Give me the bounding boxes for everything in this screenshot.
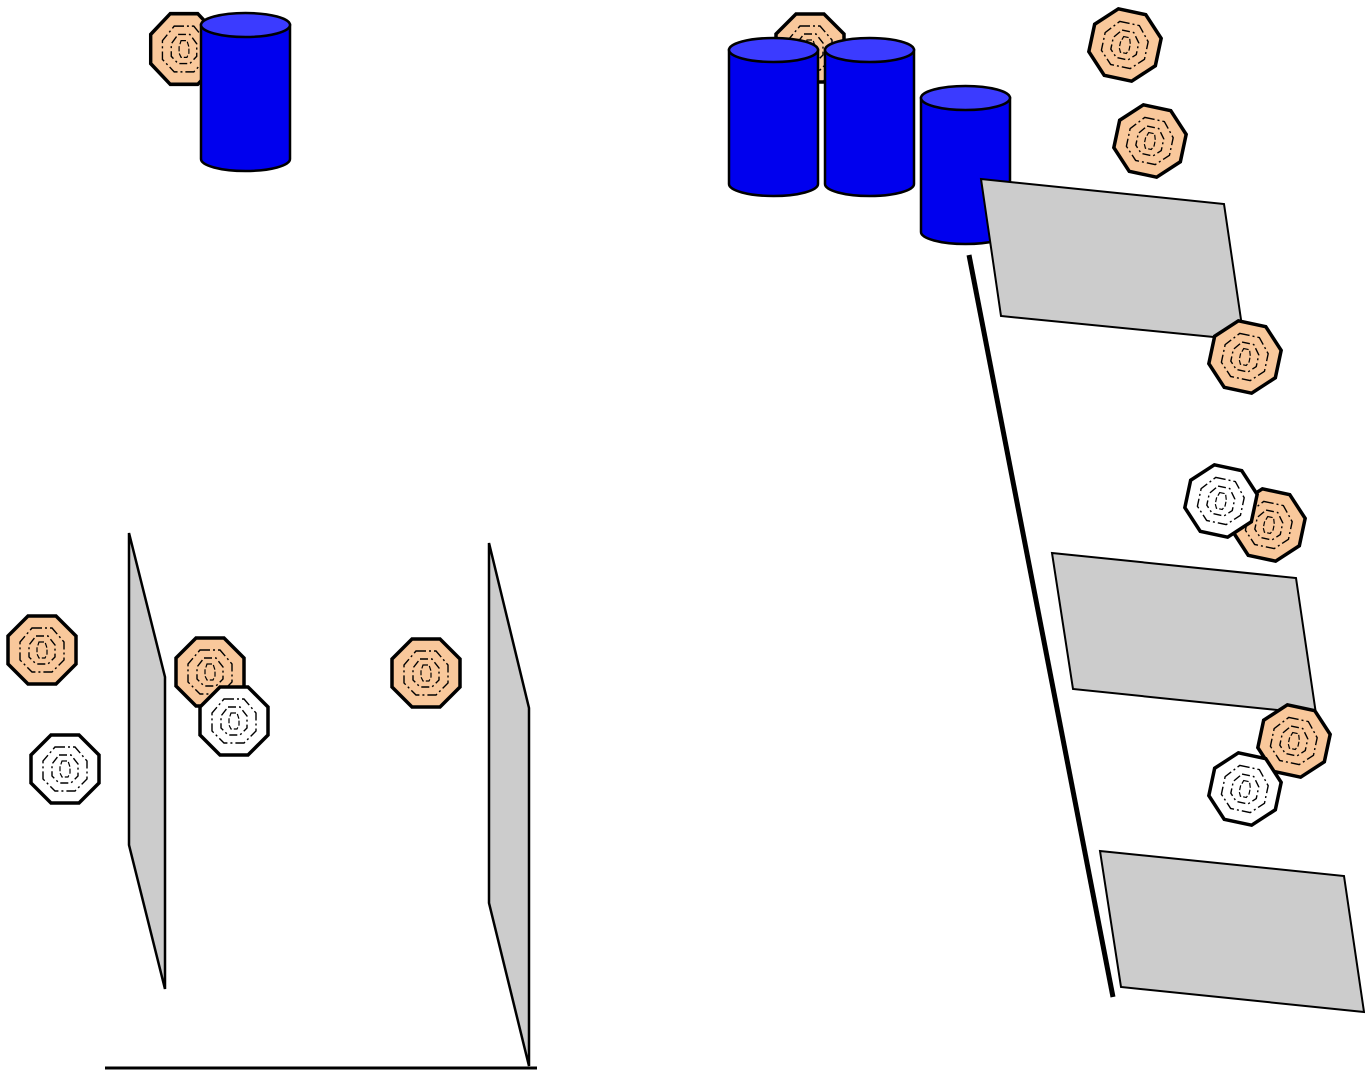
target-orange [1082, 2, 1168, 88]
target-orange [1107, 98, 1193, 184]
panel [979, 177, 1246, 342]
panel [1050, 551, 1318, 716]
target-orange [390, 637, 462, 709]
panel [127, 532, 167, 990]
barrel [727, 36, 820, 198]
target-white [198, 685, 270, 757]
target-white [29, 733, 101, 805]
right-area [727, 2, 1365, 1014]
panel [1098, 849, 1365, 1014]
barrel [823, 36, 916, 198]
boundary-line [966, 254, 1116, 998]
left-area [6, 11, 537, 1070]
barrel [199, 11, 292, 173]
panel [487, 542, 531, 1067]
target-orange [6, 614, 78, 686]
